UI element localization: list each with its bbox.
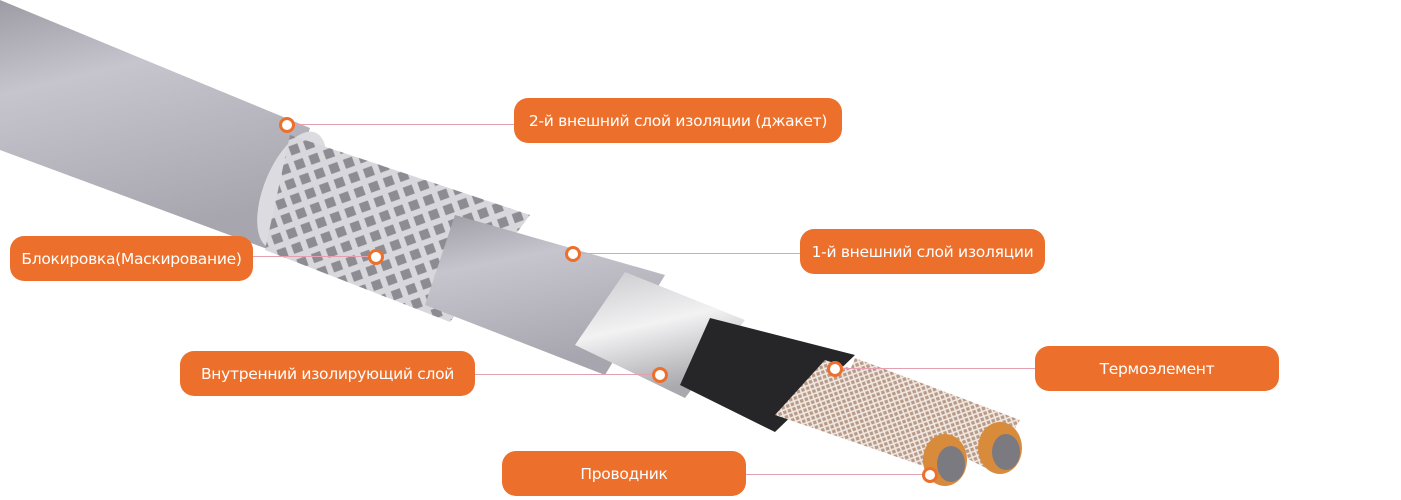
marker-dot (368, 249, 384, 265)
leader-line (578, 253, 800, 254)
heating-element-wires (775, 358, 1022, 486)
black-layer (680, 318, 855, 432)
leader-line (292, 124, 514, 125)
leader-line (475, 374, 655, 375)
label-conductor: Проводник (502, 451, 746, 496)
marker-dot (565, 246, 581, 262)
label-inner-insulation: Внутренний изолирующий слой (180, 351, 475, 396)
label-braid-shield: Блокировка(Маскирование) (10, 236, 253, 281)
marker-dot (652, 367, 668, 383)
marker-dot (279, 117, 295, 133)
marker-dot (827, 361, 843, 377)
marker-dot (922, 467, 938, 483)
leader-line (253, 256, 371, 257)
leader-line (746, 474, 926, 475)
label-first-outer-insulation: 1-й внешний слой изоляции (800, 229, 1045, 274)
label-outer-jacket: 2-й внешний слой изоляции (джакет) (514, 98, 842, 143)
label-heating-element: Термоэлемент (1035, 346, 1279, 391)
leader-line (840, 368, 1035, 369)
